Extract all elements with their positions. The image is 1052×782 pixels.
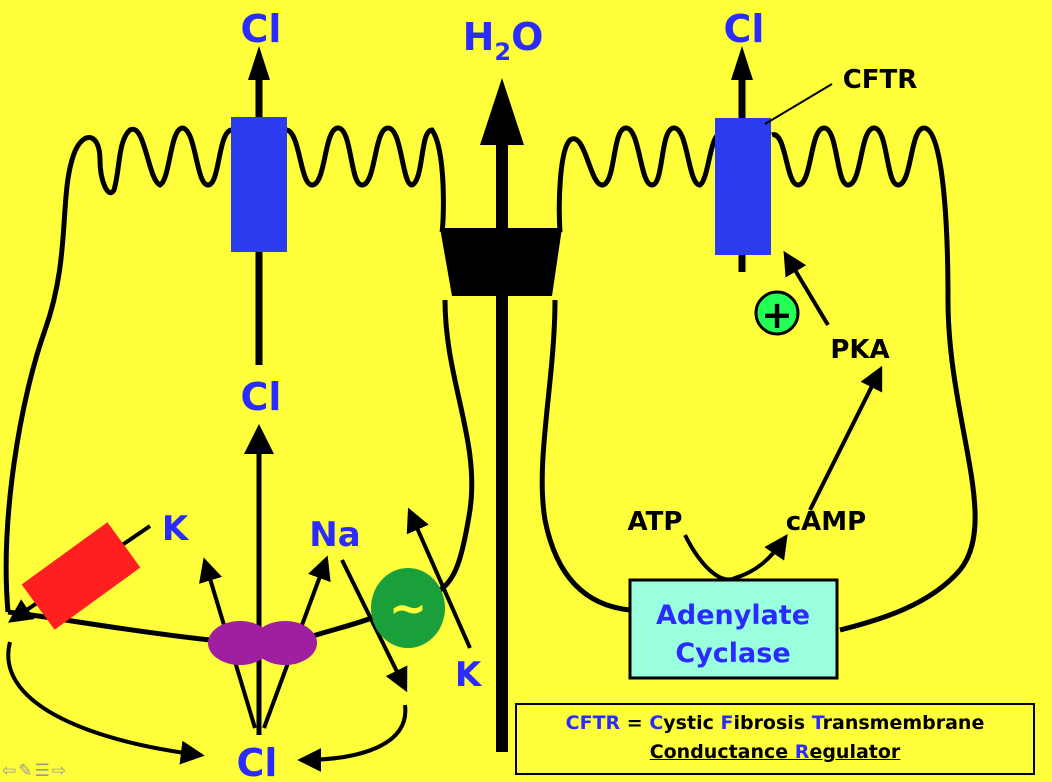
tilde-label: ~: [389, 581, 428, 635]
plus-label: +: [761, 293, 793, 337]
back-arrow-icon[interactable]: ⇦: [2, 761, 17, 781]
legend-line-2: Conductance Regulator: [517, 738, 1033, 767]
legend-c: C: [565, 712, 580, 734]
arrow-pka-cftr: [783, 250, 830, 327]
legend-eq: =: [620, 712, 650, 734]
arrow-camp-pka: [808, 365, 883, 511]
legend-f: F: [720, 712, 734, 734]
pka-label: PKA: [830, 335, 889, 365]
k-left-label: K: [162, 509, 190, 549]
arrow-atp-camp: [683, 534, 788, 582]
arrow-k-up: [406, 507, 472, 649]
k-channel: [21, 522, 141, 630]
cotransporter-left: [208, 621, 272, 665]
legend-ibrosis: ibrosis: [733, 712, 812, 734]
legend-r: R: [794, 741, 810, 763]
arrow-recycle-right: [297, 704, 408, 772]
left-cell-membrane: [3, 125, 446, 613]
na-label: Na: [309, 515, 360, 555]
adenylate-label-2: Cyclase: [675, 638, 790, 669]
camp-label: cAMP: [786, 507, 866, 537]
cl-top-left-label: Cl: [241, 7, 282, 51]
legend-c2: C: [649, 712, 664, 734]
left-cl-arrowhead: [248, 46, 270, 80]
atp-label: ATP: [628, 507, 683, 537]
slide-nav: ⇦ ✎ ☰ ⇨: [2, 762, 66, 782]
right-cl-arrowhead: [731, 46, 753, 80]
cftr-legend: CFTR = Cystic Fibrosis Transmembrane Con…: [515, 703, 1035, 775]
cl-bottom-label: Cl: [237, 741, 278, 782]
k-right-label: K: [455, 655, 483, 695]
cl-top-right-label: Cl: [724, 7, 765, 51]
legend-ransmembrane: ransmembrane: [822, 712, 985, 734]
plus-circle: [754, 290, 800, 336]
pen-icon[interactable]: ✎: [18, 761, 33, 781]
cftr-pointer: [764, 83, 833, 125]
right-cell-membrane: [556, 125, 978, 633]
legend-line-1: CFTR = Cystic Fibrosis Transmembrane: [517, 709, 1033, 738]
cotransporter-right: [253, 621, 317, 665]
adenylate-cyclase-box: [628, 578, 839, 680]
arrow-recycle-left: [6, 641, 205, 765]
cftr-channel: [715, 118, 771, 255]
adenylate-label-1: Adenylate: [656, 600, 810, 631]
forward-arrow-icon[interactable]: ⇨: [51, 761, 66, 781]
legend-ftr: FTR: [579, 712, 621, 734]
arrow-na-down: [340, 559, 408, 693]
legend-egulator: egulator: [809, 741, 901, 763]
cl-channel-left: [231, 117, 287, 252]
right-cell-basal: [539, 299, 631, 613]
cl-mid-label: Cl: [241, 375, 282, 419]
legend-conductance: Conductance: [649, 741, 795, 763]
cftr-label: CFTR: [843, 65, 918, 95]
h2o-label: H2O: [463, 15, 544, 66]
legend-t: T: [811, 712, 823, 734]
legend-ystic: ystic: [663, 712, 721, 734]
menu-icon[interactable]: ☰: [34, 761, 50, 781]
na-k-pump: [371, 568, 445, 648]
water-arrow-head: [480, 78, 524, 145]
